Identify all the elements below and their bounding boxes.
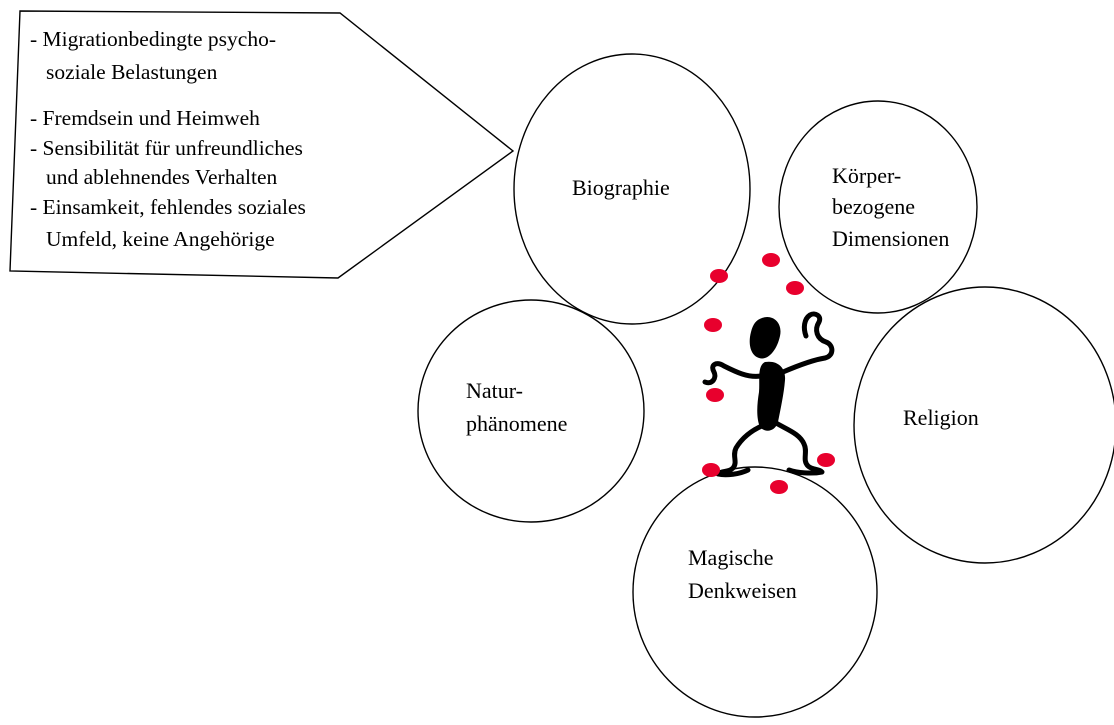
circle-koerper-label-1: Körper- [832, 163, 901, 188]
callout-line-5: und ablehnendes Verhalten [46, 165, 278, 189]
callout-line-2: soziale Belastungen [46, 60, 218, 84]
red-dot [704, 318, 722, 332]
circle-religion: Religion [854, 287, 1114, 563]
circle-natur: Natur- phänomene [418, 300, 644, 522]
circle-biographie: Biographie [514, 54, 750, 324]
circle-koerper-label-2: bezogene [832, 194, 915, 219]
circle-natur-label-2: phänomene [466, 411, 567, 436]
callout-line-1: - Migrationbedingte psycho- [30, 27, 276, 51]
circle-biographie-label: Biographie [572, 175, 670, 200]
callout-line-3: - Fremdsein und Heimweh [30, 106, 260, 130]
red-dot [702, 463, 720, 477]
circle-koerper-label-3: Dimensionen [832, 226, 949, 251]
callout: - Migrationbedingte psycho- soziale Bela… [10, 11, 513, 278]
red-dot [786, 281, 804, 295]
red-dot [762, 253, 780, 267]
callout-line-6: - Einsamkeit, fehlendes soziales [30, 195, 306, 219]
circle-natur-label-1: Natur- [466, 378, 523, 403]
circle-magisch-label-1: Magische [688, 545, 774, 570]
callout-line-4: - Sensibilität für unfreundliches [30, 136, 303, 160]
circle-religion-label: Religion [903, 405, 979, 430]
dancing-figure-icon [705, 314, 832, 475]
circle-magisch-label-2: Denkweisen [688, 578, 797, 603]
red-dot [817, 453, 835, 467]
red-dot [710, 269, 728, 283]
red-dot [706, 388, 724, 402]
circle-koerper: Körper- bezogene Dimensionen [779, 101, 977, 313]
callout-line-7: Umfeld, keine Angehörige [46, 227, 275, 251]
red-dot [770, 480, 788, 494]
circle-magisch: Magische Denkweisen [633, 467, 877, 717]
figure-head [750, 317, 781, 359]
circle-religion-shape [854, 287, 1114, 563]
